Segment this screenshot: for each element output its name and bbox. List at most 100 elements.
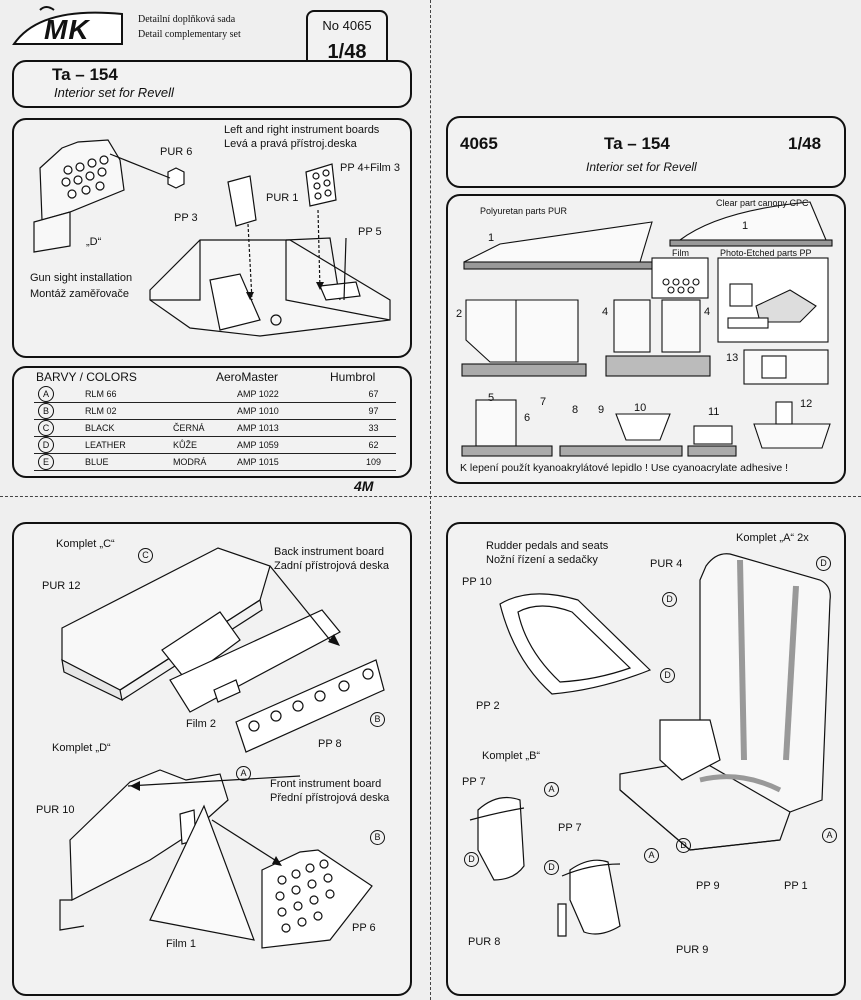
part-1: 1 (488, 232, 495, 244)
label-pp3: PP 3 (174, 212, 198, 224)
komplet-c-letter: C (138, 548, 153, 563)
label-pur6: PUR 6 (160, 146, 193, 158)
color-humbrol-text: 109 (365, 457, 381, 467)
logo-4m: 4M (354, 478, 374, 494)
color-amp-text: AMP 1010 (236, 406, 279, 416)
b-d-letter-2: D (544, 860, 559, 875)
label-pp7b: PP 7 (558, 822, 582, 834)
b-d-letter-1: D (464, 852, 479, 867)
color-letter: E (34, 453, 81, 471)
color-cz: KŮŽE (168, 436, 233, 454)
color-letter-text: B (38, 403, 54, 419)
label-pp9: PP 9 (696, 880, 720, 892)
part-4b: 4 (704, 306, 711, 318)
header-desc-en: Detail complementary set (138, 29, 241, 40)
part-10: 10 (634, 402, 647, 414)
color-amp-text: AMP 1013 (236, 423, 279, 433)
color-humbrol-text: 33 (368, 423, 379, 433)
right-scale: 1/48 (788, 134, 822, 153)
back-board-en: Back instrument board (274, 546, 385, 558)
color-cz (168, 386, 233, 403)
color-humbrol-text: 67 (368, 389, 379, 399)
label-pp1: PP 1 (784, 880, 808, 892)
aeromaster-heading: AeroMaster (216, 370, 279, 384)
color-cz: MODRÁ (168, 453, 233, 471)
color-amp: AMP 1022 (232, 386, 351, 403)
subtitle: Interior set for Revell (54, 85, 174, 100)
color-name-text: RLM 66 (84, 389, 117, 399)
color-cz-text: ČERNÁ (172, 423, 205, 433)
adhesive-warning: K lepení použít kyanoakrylátové lepidlo … (460, 462, 789, 474)
label-pp4-film3: PP 4+Film 3 (340, 162, 401, 174)
label-pur8: PUR 8 (468, 936, 501, 948)
color-cz (168, 402, 233, 420)
color-amp: AMP 1059 (232, 436, 351, 454)
rudder-en: Rudder pedals and seats (486, 540, 609, 552)
label-pur9: PUR 9 (676, 944, 709, 956)
b-a-letter-2: A (644, 848, 659, 863)
front-board-cz: Přední přístrojová deska (270, 792, 390, 804)
set-scale: 1/48 (327, 41, 367, 63)
color-humbrol-text: 97 (368, 406, 379, 416)
a-letter: A (822, 828, 837, 843)
komplet-c-title: Komplet „C“ (56, 538, 115, 550)
color-amp-text: AMP 1059 (236, 440, 279, 450)
boards-cz: Levá a pravá přístroj.deska (224, 138, 357, 150)
color-letter: D (34, 436, 81, 454)
label-film1: Film 1 (166, 938, 196, 950)
label-pp7a: PP 7 (462, 776, 486, 788)
color-humbrol-text: 62 (368, 440, 379, 450)
color-cz-text: KŮŽE (172, 440, 197, 450)
d-letter-1: D (662, 592, 677, 607)
front-board-en: Front instrument board (270, 778, 382, 790)
label-pp10: PP 10 (462, 576, 492, 588)
label-pur1: PUR 1 (266, 192, 299, 204)
part-13: 13 (726, 352, 739, 364)
header-desc-cz: Detailní doplňková sada (138, 14, 236, 25)
color-name-text: BLUE (84, 457, 109, 467)
mk-logo: MK (10, 4, 128, 48)
part-7: 7 (540, 396, 547, 408)
humbrol-heading: Humbrol (330, 370, 376, 384)
komplet-d-a-letter: A (236, 766, 251, 781)
color-letter-text: C (38, 420, 54, 436)
parts-drawing (461, 201, 833, 457)
part-8: 8 (572, 404, 579, 416)
gunsight-drawing (33, 139, 391, 337)
boards-en: Left and right instrument boards (224, 124, 380, 136)
color-humbrol: 33 (350, 419, 396, 437)
part-2: 2 (456, 308, 463, 320)
color-letter: B (34, 402, 81, 420)
color-name: LEATHER (80, 436, 169, 454)
back-board-cz: Zadní přístrojová deska (274, 560, 389, 572)
label-pp5: PP 5 (358, 226, 382, 238)
komplet-c-b-letter: B (370, 712, 385, 727)
label-cpc: Clear part canopy CPC (716, 198, 809, 208)
label-pur12: PUR 12 (42, 580, 81, 592)
label-film: Film (672, 248, 689, 258)
gunsight-cz: Montáž zaměřovače (30, 288, 130, 300)
mk-logo-shape (12, 6, 123, 45)
color-row: B RLM 02 AMP 1010 97 (34, 402, 396, 420)
color-name-text: LEATHER (84, 440, 126, 450)
color-letter: A (34, 386, 81, 403)
color-letter-text: E (38, 454, 54, 470)
komplet-d-title: Komplet „D“ (52, 742, 111, 754)
label-pp8: PP 8 (318, 738, 342, 750)
part-6: 6 (524, 412, 531, 424)
color-name-text: BLACK (84, 423, 115, 433)
color-amp-text: AMP 1022 (236, 389, 279, 399)
label-film2: Film 2 (186, 718, 216, 730)
color-name: BLACK (80, 419, 169, 437)
komplet-a-title: Komplet „A“ 2x (736, 532, 809, 544)
color-amp: AMP 1013 (232, 419, 351, 437)
color-name: RLM 02 (80, 402, 169, 420)
color-row: C BLACK ČERNÁ AMP 1013 33 (34, 419, 396, 437)
d-letter-4: D (676, 838, 691, 853)
set-number: No 4065 (322, 18, 372, 33)
color-letter: C (34, 419, 81, 437)
colors-heading: BARVY / COLORS (36, 370, 137, 384)
part-12: 12 (800, 398, 813, 410)
